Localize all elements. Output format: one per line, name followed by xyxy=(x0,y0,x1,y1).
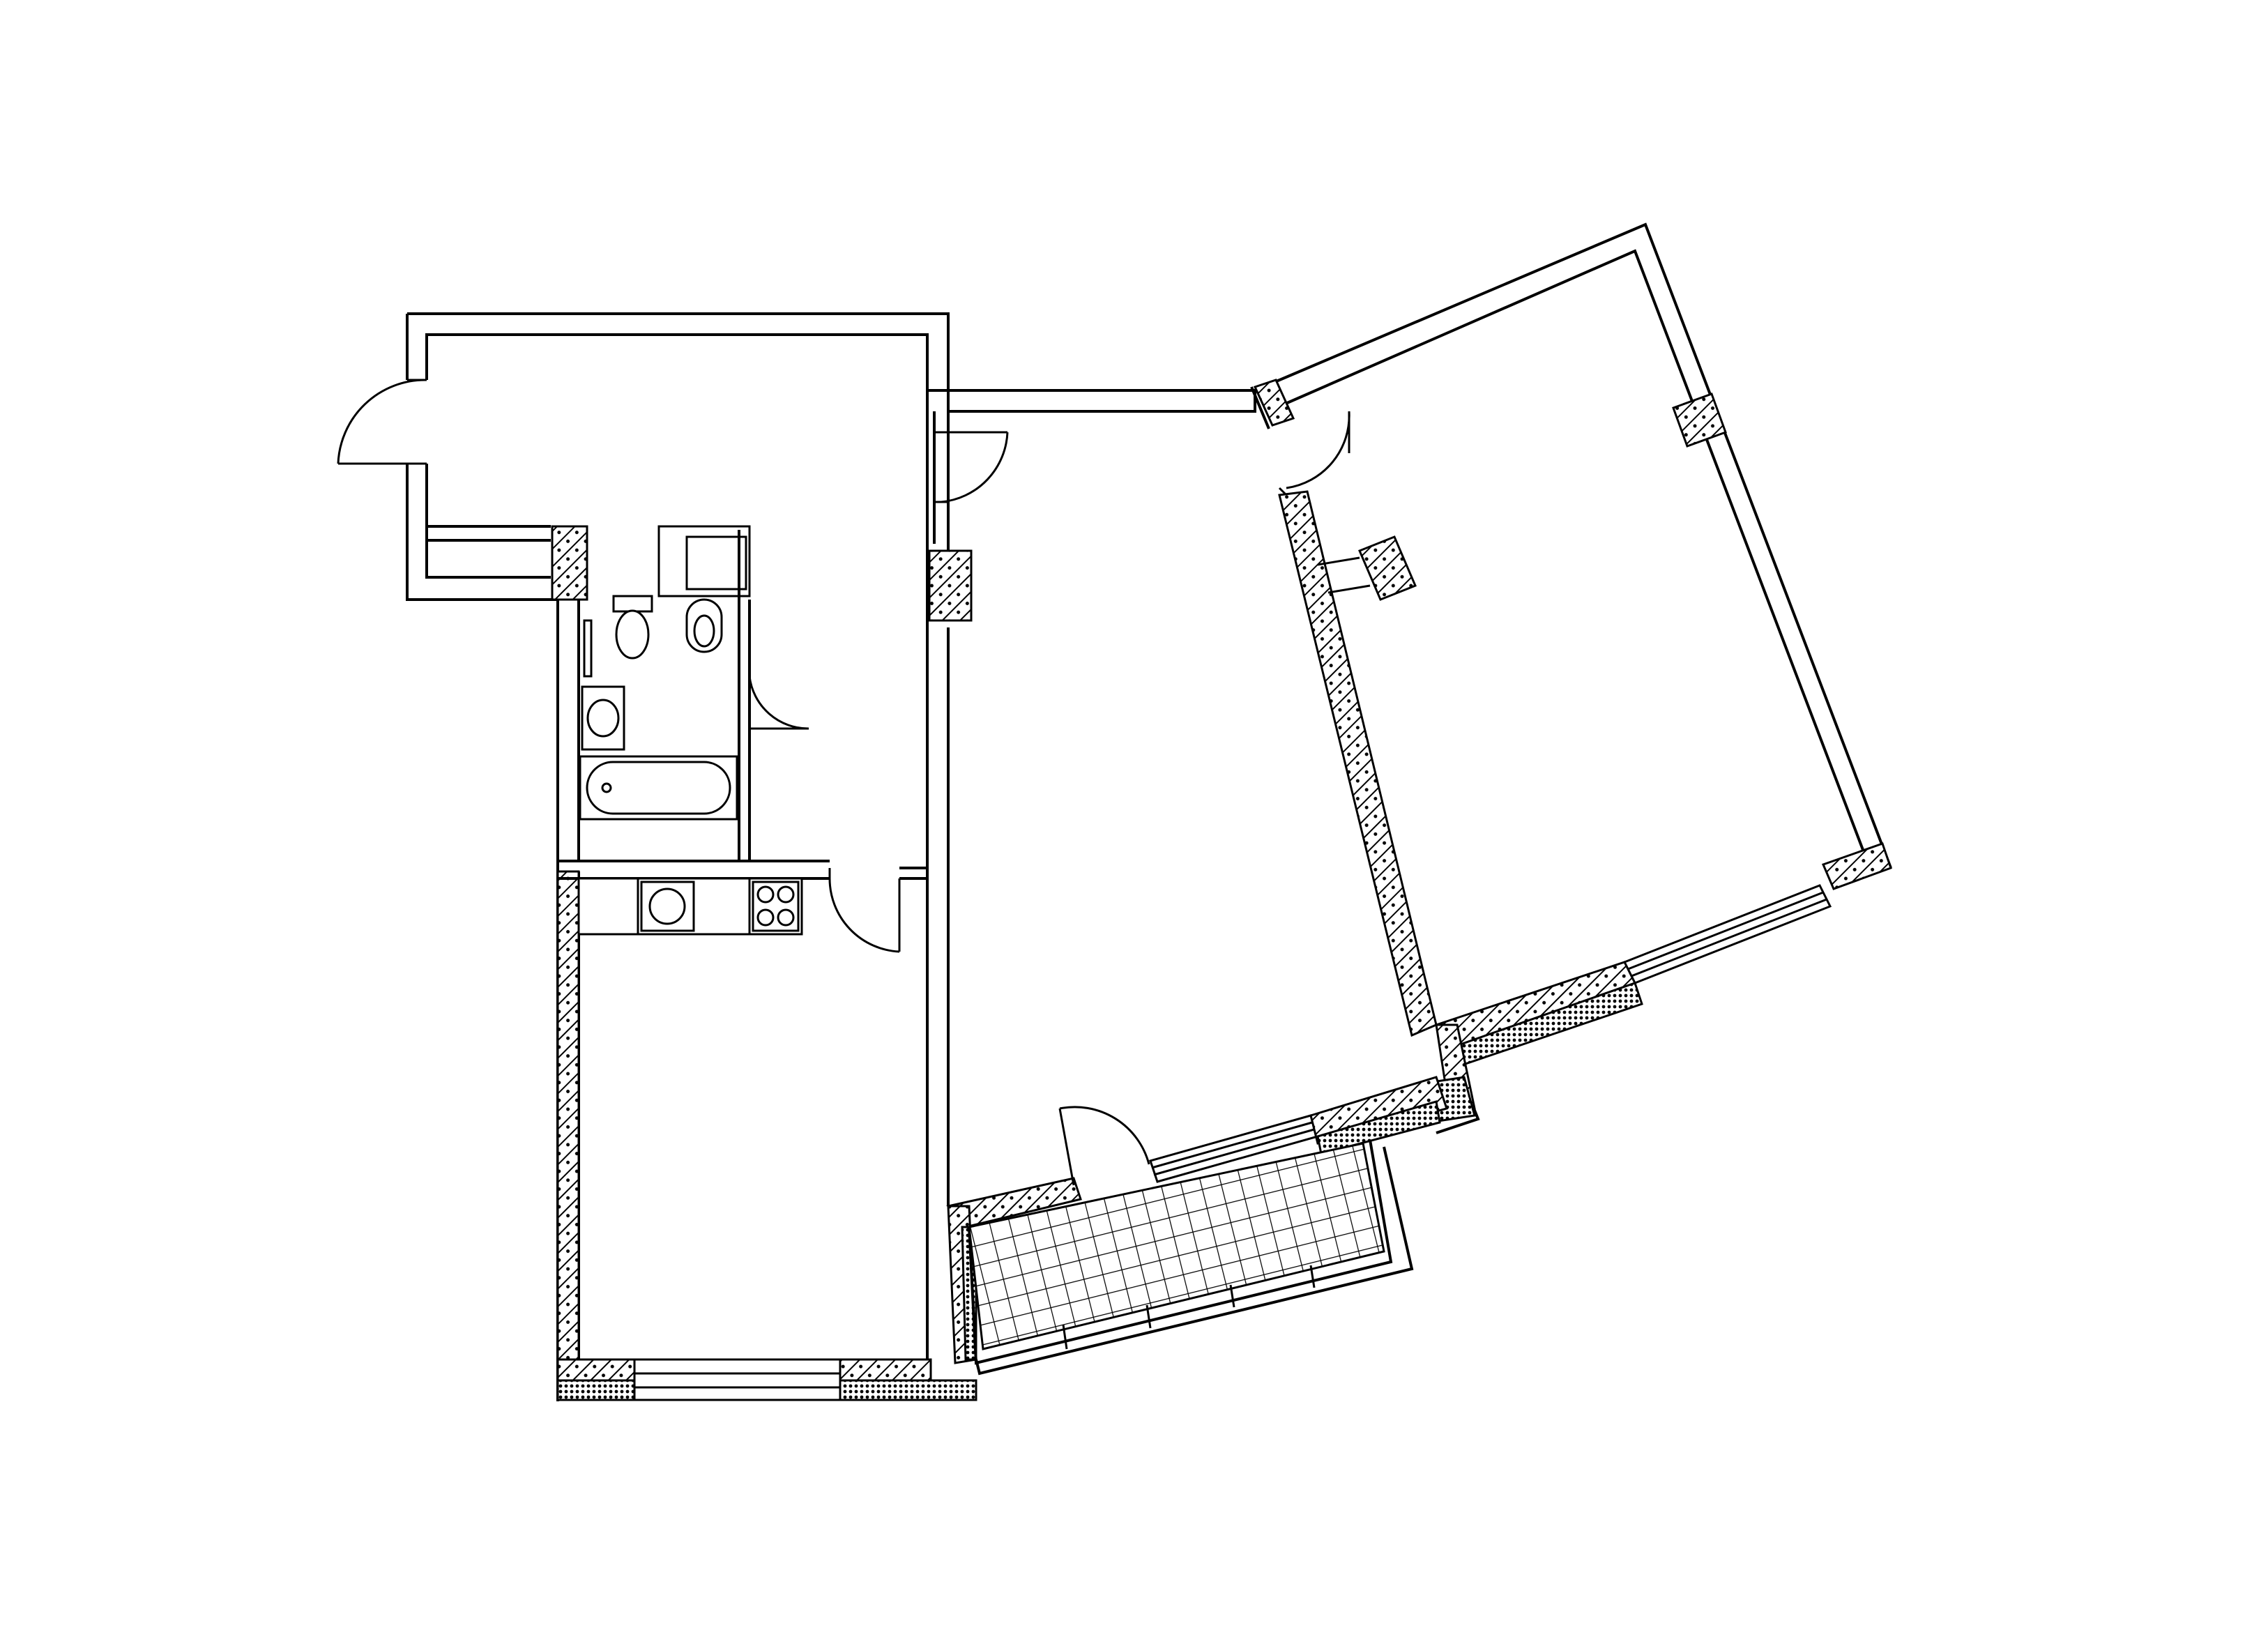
towel-rail-icon xyxy=(583,619,593,678)
room-bathroom xyxy=(577,525,809,861)
wall-bottom-left-dots xyxy=(556,1379,636,1401)
wall-bottom-left xyxy=(556,1358,636,1382)
bedroom-column xyxy=(1358,535,1417,601)
column-bath xyxy=(551,525,588,601)
wall-living-bottom xyxy=(1309,1076,1448,1145)
window-bedroom xyxy=(1622,884,1832,984)
room-loggia xyxy=(968,1139,1414,1376)
room-hallway xyxy=(337,312,950,601)
bathtub-icon xyxy=(579,755,738,821)
wall-bottom-right xyxy=(839,1358,932,1382)
wall-bottom-right-dots xyxy=(839,1379,977,1401)
bedroom-inner-wall xyxy=(1278,490,1438,1037)
kitchen-sink-icon xyxy=(640,881,695,932)
bidet-icon xyxy=(685,598,723,653)
toilet-icon xyxy=(612,595,653,660)
door-kitchen xyxy=(828,867,927,953)
wall-kitchen-left xyxy=(556,870,580,1361)
window-kitchen xyxy=(633,1358,842,1401)
room-corridor xyxy=(933,389,1256,544)
column-center xyxy=(928,549,973,622)
door-balcony xyxy=(1058,1106,1150,1186)
washbasin-icon xyxy=(581,685,625,751)
stove-icon xyxy=(752,881,800,932)
kitchen-counter xyxy=(558,860,830,936)
